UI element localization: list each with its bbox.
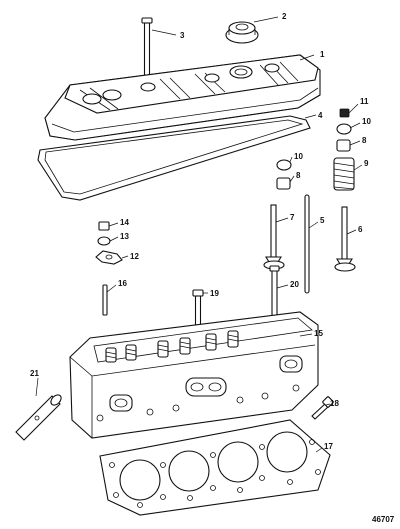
part-7-valve — [263, 204, 285, 270]
part-17-head-gasket — [99, 419, 331, 516]
callout-18: 18 — [330, 399, 339, 408]
callout-4: 4 — [318, 111, 323, 120]
callout-10-center: 10 — [294, 152, 303, 161]
callout-13: 13 — [120, 232, 129, 241]
part-21-tube — [15, 394, 62, 441]
callout-15: 15 — [314, 329, 323, 338]
callout-14: 14 — [120, 218, 129, 227]
part-20-head-bolt — [269, 265, 280, 319]
part-10-rocker-ball-right — [336, 123, 352, 135]
callout-3: 3 — [180, 31, 185, 40]
part-18-bolt — [311, 396, 334, 420]
callout-10-right: 10 — [362, 117, 371, 126]
callout-5: 5 — [320, 216, 325, 225]
part-13-rocker-ball — [97, 236, 111, 246]
part-4-valve-cover-gasket — [37, 115, 311, 201]
part-1-valve-cover — [44, 54, 321, 141]
callout-8-right: 8 — [362, 136, 367, 145]
callout-17: 17 — [324, 442, 333, 451]
callout-7: 7 — [290, 213, 295, 222]
part-15-cylinder-head — [69, 311, 319, 439]
callout-12: 12 — [130, 252, 139, 261]
part-8-retainer-center — [276, 177, 291, 190]
part-16-rocker-stud — [102, 284, 108, 316]
callout-21: 21 — [30, 369, 39, 378]
callout-2: 2 — [282, 12, 287, 21]
leader-lines — [35, 16, 363, 453]
part-14-nut — [98, 221, 110, 231]
part-6-valve — [334, 206, 356, 272]
part-2-oil-filler-cap — [225, 21, 259, 44]
part-11-nut-top — [339, 108, 350, 118]
part-9-valve-spring — [333, 157, 355, 191]
callout-20: 20 — [290, 280, 299, 289]
part-10-rocker-ball-center — [276, 159, 292, 171]
callout-6: 6 — [358, 225, 363, 234]
callout-1: 1 — [320, 50, 325, 59]
callout-11: 11 — [360, 97, 369, 106]
part-5-pushrod — [304, 194, 310, 294]
callout-16: 16 — [118, 279, 127, 288]
figure-id: 46707 — [372, 515, 395, 524]
part-8-retainer-right — [336, 139, 351, 152]
callout-19: 19 — [210, 289, 219, 298]
part-12-rocker-arm — [95, 250, 123, 265]
part-19-head-bolt — [192, 289, 204, 327]
callout-8-center: 8 — [296, 171, 301, 180]
callout-9: 9 — [364, 159, 369, 168]
